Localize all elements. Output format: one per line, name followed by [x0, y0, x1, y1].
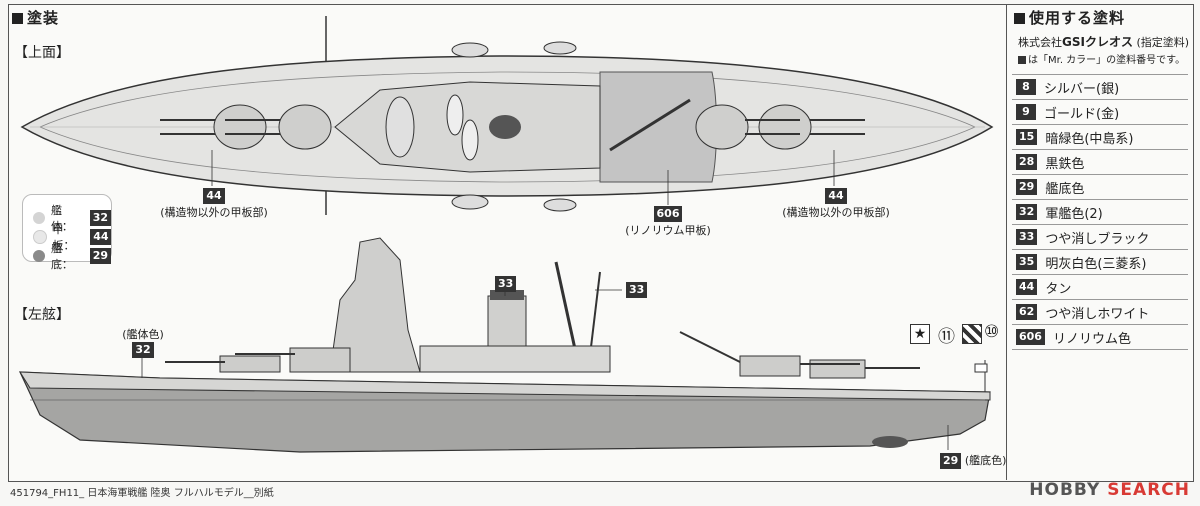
- hull-color-swatch: [33, 212, 45, 224]
- section-divider: [1006, 4, 1007, 480]
- paint-maker: 株式会社GSIクレオス (指定塗料): [1018, 35, 1190, 49]
- side-view-label: 【左舷】: [14, 307, 70, 323]
- square-bullet-icon: [1018, 56, 1026, 64]
- side-turret-1: [219, 355, 281, 373]
- top-funnel: [489, 115, 521, 139]
- callout-funnel: 33: [495, 276, 517, 292]
- marking-11-label: ⑪: [938, 327, 955, 347]
- boat: [446, 94, 464, 136]
- color-legend: 艦体： 32 甲板： 44 艦底： 29: [22, 194, 112, 271]
- turret-3: [695, 104, 749, 150]
- side-turret-3: [739, 355, 801, 377]
- propeller: [872, 436, 908, 448]
- ensign-flag: [974, 363, 988, 373]
- deck-color-swatch: [33, 230, 47, 244]
- callout-mast: 33: [626, 282, 648, 298]
- callout-deck-left: 44 (構造物以外の甲板部): [160, 188, 268, 219]
- turret-2: [278, 104, 332, 150]
- hobby-search-watermark: HOBBY SEARCH: [1029, 480, 1190, 500]
- legend-row-deck: 甲板： 44: [33, 221, 111, 253]
- turret-1: [213, 104, 267, 150]
- callout-deck-right: 44 (構造物以外の甲板部): [782, 188, 890, 219]
- square-bullet-icon: [1014, 13, 1025, 24]
- marking-10-label: ⑩: [984, 322, 1000, 342]
- side-crane: [679, 331, 741, 363]
- boat: [461, 119, 479, 161]
- star-marking-icon: ★: [910, 324, 930, 344]
- legend-row-bottom: 艦底： 29: [33, 240, 111, 272]
- paint-list-title: 使用する塗料: [1014, 7, 1125, 28]
- turret-4: [758, 104, 812, 150]
- callout-linoleum: 606 (リノリウム甲板): [625, 206, 711, 237]
- side-turret-2: [289, 347, 351, 373]
- paint-number-note: は「Mr. カラー」の塗料番号です。: [1018, 51, 1185, 66]
- side-turret-4: [809, 359, 866, 379]
- bottom-color-swatch: [33, 250, 45, 262]
- footer-product-code: 451794_FH11_ 日本海軍戦艦 陸奥 フルハルモデル__別紙: [10, 488, 274, 499]
- side-upper-hull: [19, 371, 991, 401]
- legend-row-hull: 艦体： 32: [33, 202, 111, 234]
- square-bullet-icon: [12, 13, 23, 24]
- checkered-flag-icon: [962, 324, 982, 344]
- ship-top-view-drawing: [19, 16, 994, 453]
- callout-bottom: 29 (艦底色): [940, 452, 1006, 469]
- top-view-label: 【上面】: [14, 45, 70, 61]
- callout-hull-side: (艦体色) 32: [122, 328, 164, 358]
- catapult: [609, 98, 691, 152]
- painting-section-title: 塗装: [12, 7, 59, 28]
- side-pagoda-mast: [329, 237, 421, 373]
